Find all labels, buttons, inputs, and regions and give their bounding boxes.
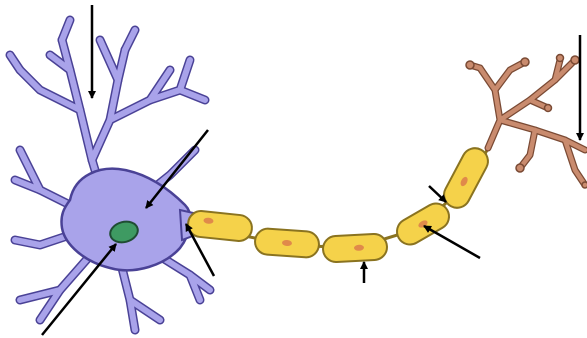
myelin-segment [392,199,453,250]
cell-body [61,169,190,271]
myelin-segment [254,228,320,258]
myelin-sheath [187,144,493,263]
myelin-segment [439,144,492,213]
arrow-6 [424,226,480,258]
myelin-segment [187,210,253,243]
myelin-segment [322,233,387,262]
